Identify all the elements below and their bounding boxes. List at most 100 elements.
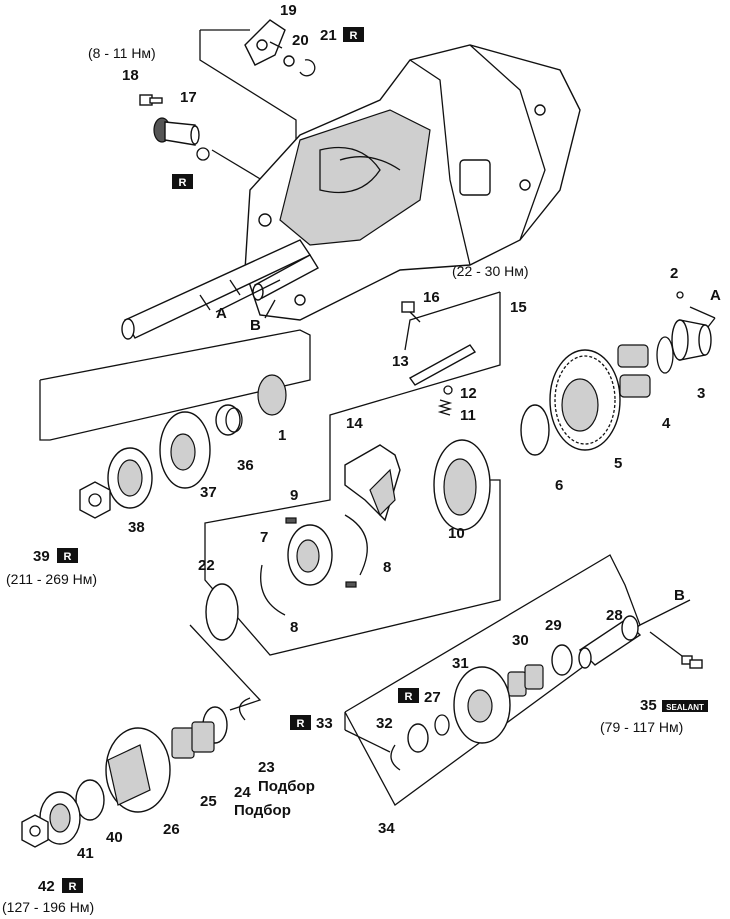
note-select-23: Подбор bbox=[258, 778, 315, 795]
callout-10: 10 bbox=[448, 525, 465, 542]
part-38-bearing bbox=[107, 447, 153, 509]
callout-38: 38 bbox=[128, 519, 145, 536]
part-23-snap-ring bbox=[238, 697, 251, 721]
part-19-lock-plate bbox=[244, 19, 286, 66]
replace-badge-21: R bbox=[343, 27, 364, 42]
group-15-outline bbox=[204, 292, 501, 656]
callout-28: 28 bbox=[606, 607, 623, 624]
part-28-shaft bbox=[578, 615, 642, 669]
torque-42: (127 - 196 Нм) bbox=[2, 899, 94, 915]
letter-b-countershaft: B bbox=[250, 317, 261, 334]
callout-18: 18 bbox=[122, 67, 139, 84]
note-select-24: Подбор bbox=[234, 802, 291, 819]
part-32-washer bbox=[407, 723, 429, 753]
callout-40: 40 bbox=[106, 829, 123, 846]
part-17-o-ring bbox=[196, 147, 210, 161]
callout-5: 5 bbox=[614, 455, 622, 472]
part-9-key bbox=[285, 517, 297, 524]
callout-29: 29 bbox=[545, 617, 562, 634]
callout-3: 3 bbox=[697, 385, 705, 402]
replace-badge-17: R bbox=[172, 174, 193, 189]
sealant-badge-35: SEALANT bbox=[662, 700, 708, 712]
part-31-gear bbox=[453, 666, 511, 744]
part-20-washer bbox=[283, 55, 295, 67]
svg-text:SEALANT: SEALANT bbox=[666, 703, 704, 712]
part-7-synchro-hub bbox=[287, 524, 333, 586]
group-34-outline bbox=[344, 554, 641, 806]
replace-badge-39: R bbox=[57, 548, 78, 563]
replace-badge-27: R bbox=[398, 688, 419, 703]
callout-8-lower: 8 bbox=[290, 619, 298, 636]
part-30-needle-bearings bbox=[507, 664, 544, 697]
part-8-spring-lower bbox=[260, 564, 286, 616]
part-27-snap-ring bbox=[434, 714, 450, 736]
callout-39: 39 bbox=[33, 548, 50, 565]
part-14-shift-fork bbox=[344, 444, 401, 522]
callout-16: 16 bbox=[423, 289, 440, 306]
replace-badge-33: R bbox=[290, 715, 311, 730]
callout-13: 13 bbox=[392, 353, 409, 370]
callout-32: 32 bbox=[376, 715, 393, 732]
callout-41: 41 bbox=[77, 845, 94, 862]
part-4-needle-bearing bbox=[617, 344, 651, 398]
part-40-spacer bbox=[75, 779, 105, 821]
callout-42: 42 bbox=[38, 878, 55, 895]
callout-12: 12 bbox=[460, 385, 477, 402]
part-3-sleeve bbox=[671, 319, 712, 361]
part-22-synchro-ring bbox=[205, 583, 239, 641]
callout-14: 14 bbox=[346, 415, 363, 432]
letter-a-sleeve: A bbox=[710, 287, 721, 304]
part-39-nut bbox=[79, 481, 111, 519]
svg-text:R: R bbox=[350, 30, 358, 42]
part-16-bolt bbox=[401, 301, 421, 323]
part-1-needle-bearing bbox=[257, 374, 287, 416]
part-17-shaft bbox=[153, 117, 200, 146]
callout-11: 11 bbox=[460, 407, 476, 424]
callout-20: 20 bbox=[292, 32, 309, 49]
callout-34: 34 bbox=[378, 820, 395, 837]
callout-8-upper: 8 bbox=[383, 559, 391, 576]
part-18-bolt bbox=[139, 94, 163, 106]
svg-text:R: R bbox=[179, 177, 187, 189]
part-41-bearing bbox=[39, 791, 81, 845]
part-26-drive-gear bbox=[105, 727, 171, 813]
part-25-needle-bearings bbox=[171, 721, 215, 759]
part-42-nut bbox=[21, 814, 49, 848]
callout-35: 35 bbox=[640, 697, 657, 714]
callout-23: 23 bbox=[258, 759, 275, 776]
part-35-bolt bbox=[681, 655, 703, 669]
svg-text:R: R bbox=[64, 551, 72, 563]
callout-15: 15 bbox=[510, 299, 527, 316]
part-33-snap-ring bbox=[390, 744, 401, 771]
callout-17: 17 bbox=[180, 89, 197, 106]
callout-2: 2 bbox=[670, 265, 678, 282]
callout-24: 24 bbox=[234, 784, 251, 801]
callout-4: 4 bbox=[662, 415, 671, 432]
svg-text:R: R bbox=[69, 881, 77, 893]
callout-6: 6 bbox=[555, 477, 563, 494]
torque-39: (211 - 269 Нм) bbox=[6, 571, 97, 587]
part-12-ball bbox=[443, 385, 453, 395]
svg-text:R: R bbox=[297, 718, 305, 730]
leader-17-housing bbox=[211, 149, 263, 181]
part-37-gear bbox=[159, 411, 211, 489]
input-group-outline bbox=[39, 329, 311, 441]
callout-9: 9 bbox=[290, 487, 298, 504]
callout-27: 27 bbox=[424, 689, 441, 706]
replace-badge-42: R bbox=[62, 878, 83, 893]
callout-36: 36 bbox=[237, 457, 254, 474]
part-5-gear bbox=[549, 349, 621, 451]
letter-b-shaft: B bbox=[674, 587, 685, 604]
transmission-housing bbox=[244, 44, 581, 321]
callout-21: 21 bbox=[320, 27, 337, 44]
part-11-spring bbox=[437, 399, 453, 416]
callout-7: 7 bbox=[260, 529, 268, 546]
callout-37: 37 bbox=[200, 484, 217, 501]
countershaft bbox=[252, 254, 319, 301]
torque-18: (8 - 11 Нм) bbox=[88, 45, 156, 61]
callout-30: 30 bbox=[512, 632, 529, 649]
callout-1: 1 bbox=[278, 427, 286, 444]
torque-16: (22 - 30 Нм) bbox=[452, 263, 529, 279]
torque-35: (79 - 117 Нм) bbox=[600, 719, 683, 735]
